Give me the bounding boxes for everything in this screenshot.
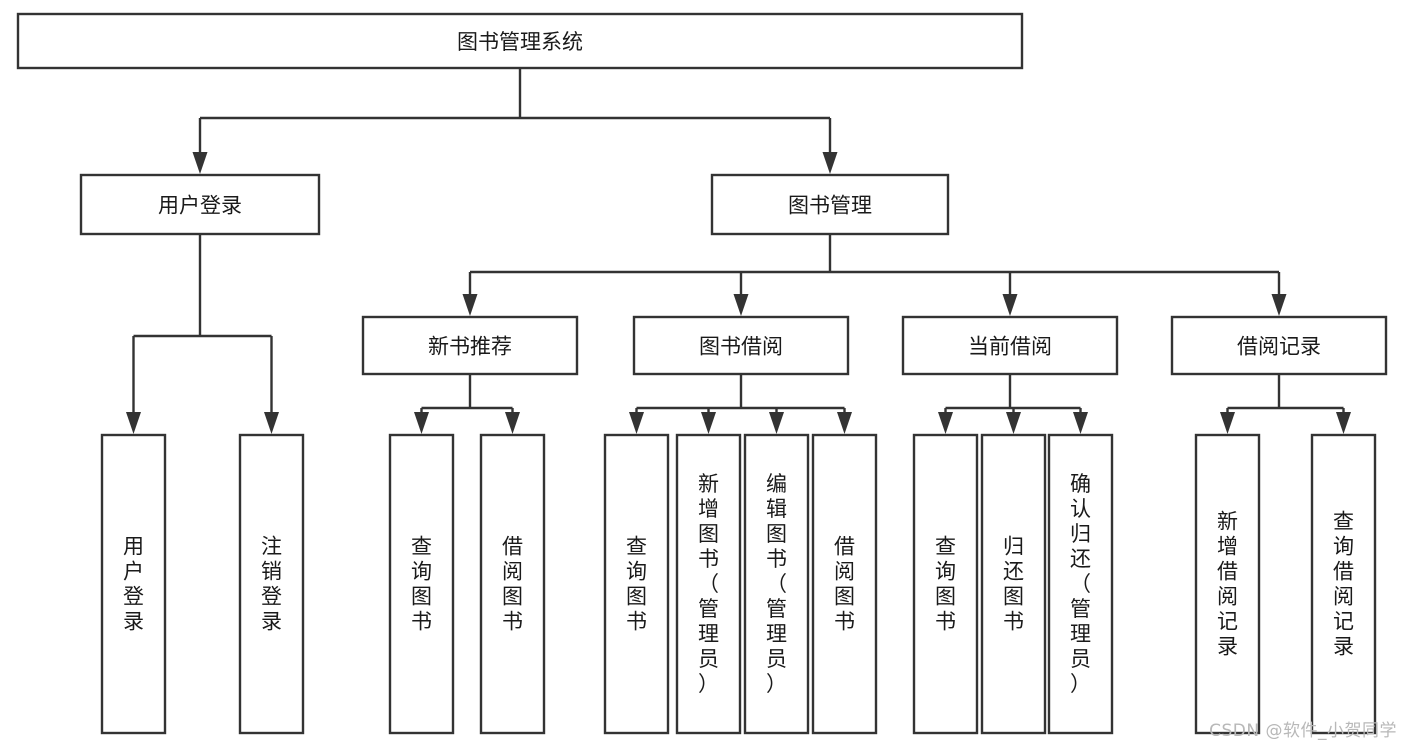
node-box[interactable] — [79, 173, 321, 236]
connector-arrowhead — [938, 412, 953, 434]
connector-arrowhead — [822, 152, 838, 174]
node-label: 当前借阅 — [968, 335, 1052, 359]
connector-arrowhead — [701, 412, 716, 434]
node-l3-queryrecord[interactable]: 查询借阅记录 — [1310, 433, 1377, 735]
node-label: 查询图书 — [411, 535, 432, 634]
node-l3-returnbook[interactable]: 归还图书 — [980, 433, 1047, 735]
connector-arrowhead — [462, 294, 478, 316]
node-label: 用户登录 — [158, 194, 242, 218]
node-l3-addrecord[interactable]: 新增借阅记录 — [1194, 433, 1261, 735]
node-box[interactable] — [811, 433, 878, 735]
connector-arrowhead — [769, 412, 784, 434]
connector-layer — [126, 68, 1351, 434]
connector-arrowhead — [414, 412, 429, 434]
node-box[interactable] — [238, 433, 305, 735]
node-label: 图书管理系统 — [457, 30, 583, 54]
node-l3-borrowbook1[interactable]: 借阅图书 — [479, 433, 546, 735]
node-l2-newbook[interactable]: 新书推荐 — [361, 315, 579, 376]
node-label: 借阅记录 — [1237, 335, 1321, 359]
connector-arrowhead — [1336, 412, 1351, 434]
connector-arrowhead — [1271, 294, 1287, 316]
connector-arrowhead — [126, 412, 141, 434]
node-label: 归还图书 — [1003, 535, 1024, 634]
connector-arrowhead — [837, 412, 852, 434]
node-l3-userlogin[interactable]: 用户登录 — [100, 433, 167, 735]
node-l3-borrowbook2[interactable]: 借阅图书 — [811, 433, 878, 735]
connector-arrowhead — [192, 152, 208, 174]
node-label: 编辑图书（管理员） — [766, 472, 787, 696]
node-label: 注销登录 — [261, 535, 282, 634]
node-label: 用户登录 — [123, 535, 144, 634]
connector-arrowhead — [1002, 294, 1018, 316]
node-box[interactable] — [632, 315, 850, 376]
connector-arrowhead — [1073, 412, 1088, 434]
connector-arrowhead — [505, 412, 520, 434]
node-box[interactable] — [1310, 433, 1377, 735]
node-l3-querybook2[interactable]: 查询图书 — [603, 433, 670, 735]
node-l2-borrow[interactable]: 图书借阅 — [632, 315, 850, 376]
node-box[interactable] — [1194, 433, 1261, 735]
csdn-watermark: CSDN @软件_小贺同学 — [1209, 721, 1397, 741]
node-box[interactable] — [675, 433, 742, 735]
node-root[interactable]: 图书管理系统 — [16, 12, 1024, 70]
node-box[interactable] — [479, 433, 546, 735]
node-l3-addbook[interactable]: 新增图书（管理员） — [675, 433, 742, 735]
node-l3-editbook[interactable]: 编辑图书（管理员） — [743, 433, 810, 735]
node-box[interactable] — [388, 433, 455, 735]
node-label: 图书管理 — [788, 194, 872, 218]
node-l1-login[interactable]: 用户登录 — [79, 173, 321, 236]
node-label: 新增图书（管理员） — [698, 472, 719, 696]
node-box[interactable] — [980, 433, 1047, 735]
connector-arrowhead — [629, 412, 644, 434]
node-l2-record[interactable]: 借阅记录 — [1170, 315, 1388, 376]
node-label: 新增借阅记录 — [1217, 510, 1238, 659]
node-box[interactable] — [710, 173, 950, 236]
node-label: 查询图书 — [626, 535, 647, 634]
node-label: 图书借阅 — [699, 335, 783, 359]
node-label: 借阅图书 — [834, 535, 855, 634]
node-l3-confirmreturn[interactable]: 确认归还（管理员） — [1047, 433, 1114, 735]
connector-arrowhead — [733, 294, 749, 316]
connector-arrowhead — [1006, 412, 1021, 434]
node-label: 新书推荐 — [428, 335, 512, 359]
node-l1-book[interactable]: 图书管理 — [710, 173, 950, 236]
node-l3-querybook1[interactable]: 查询图书 — [388, 433, 455, 735]
node-l3-querybook3[interactable]: 查询图书 — [912, 433, 979, 735]
node-box[interactable] — [603, 433, 670, 735]
node-box[interactable] — [1047, 433, 1114, 735]
node-box[interactable] — [100, 433, 167, 735]
node-label: 确认归还（管理员） — [1070, 472, 1091, 696]
node-box[interactable] — [1170, 315, 1388, 376]
node-label: 借阅图书 — [502, 535, 523, 634]
node-box[interactable] — [16, 12, 1024, 70]
node-box[interactable] — [361, 315, 579, 376]
node-layer: 图书管理系统用户登录图书管理新书推荐图书借阅当前借阅借阅记录用户登录注销登录查询… — [16, 12, 1388, 735]
node-l3-logout[interactable]: 注销登录 — [238, 433, 305, 735]
node-box[interactable] — [743, 433, 810, 735]
node-l2-current[interactable]: 当前借阅 — [901, 315, 1119, 376]
connector-arrowhead — [264, 412, 279, 434]
node-label: 查询借阅记录 — [1333, 510, 1354, 659]
node-box[interactable] — [912, 433, 979, 735]
node-box[interactable] — [901, 315, 1119, 376]
node-label: 查询图书 — [935, 535, 956, 634]
connector-arrowhead — [1220, 412, 1235, 434]
